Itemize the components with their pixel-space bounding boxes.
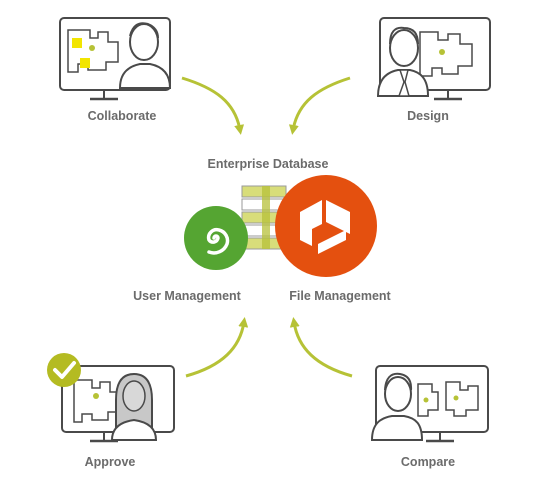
arrow-collaborate-to-database bbox=[181, 76, 245, 135]
design-label: Design bbox=[407, 109, 449, 123]
compare-label: Compare bbox=[401, 455, 455, 469]
approve-icon bbox=[47, 353, 175, 443]
file-management-logo-icon bbox=[275, 175, 377, 277]
collaborate-label: Collaborate bbox=[88, 109, 157, 123]
design-icon bbox=[376, 17, 491, 101]
arrow-approve-to-user-management bbox=[185, 317, 249, 378]
compare-icon bbox=[370, 365, 489, 443]
file-management-label: File Management bbox=[289, 289, 391, 303]
enterprise-database-label: Enterprise Database bbox=[208, 157, 329, 171]
collaborate-icon bbox=[59, 17, 172, 101]
user-management-logo-icon bbox=[184, 206, 248, 270]
arrow-design-to-database bbox=[288, 76, 351, 135]
arrow-compare-to-file-management bbox=[289, 317, 353, 378]
approve-label: Approve bbox=[85, 455, 136, 469]
user-management-label: User Management bbox=[133, 289, 242, 303]
